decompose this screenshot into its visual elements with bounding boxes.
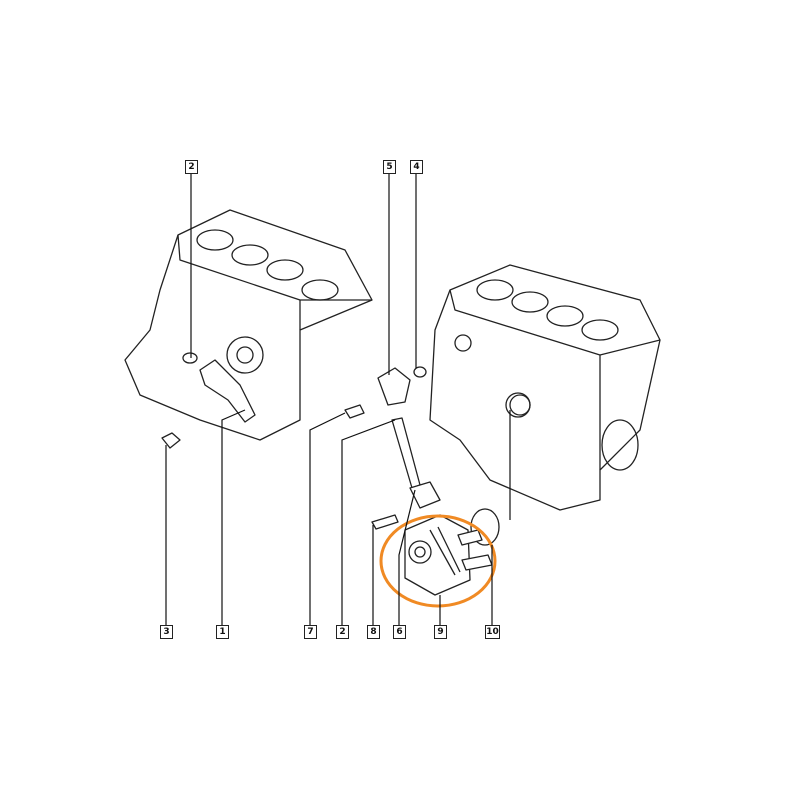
callout-9: 9 (434, 625, 447, 639)
callout-7: 7 (304, 625, 317, 639)
callout-8: 8 (367, 625, 380, 639)
callout-2: 2 (336, 625, 349, 639)
right-parts (344, 366, 531, 546)
callout-10: 10 (485, 625, 500, 639)
highlight-ring (379, 514, 497, 608)
left-parts (161, 352, 256, 449)
left-engine-block (124, 209, 373, 441)
callout-6: 6 (393, 625, 406, 639)
right-engine-block (429, 264, 661, 511)
leader-lines (165, 172, 511, 625)
callout-1: 1 (216, 625, 229, 639)
callout-3: 3 (160, 625, 173, 639)
callout-top-4: 4 (410, 160, 423, 174)
callout-top-2: 2 (185, 160, 198, 174)
callout-top-5: 5 (383, 160, 396, 174)
oil-cooler (404, 514, 493, 596)
